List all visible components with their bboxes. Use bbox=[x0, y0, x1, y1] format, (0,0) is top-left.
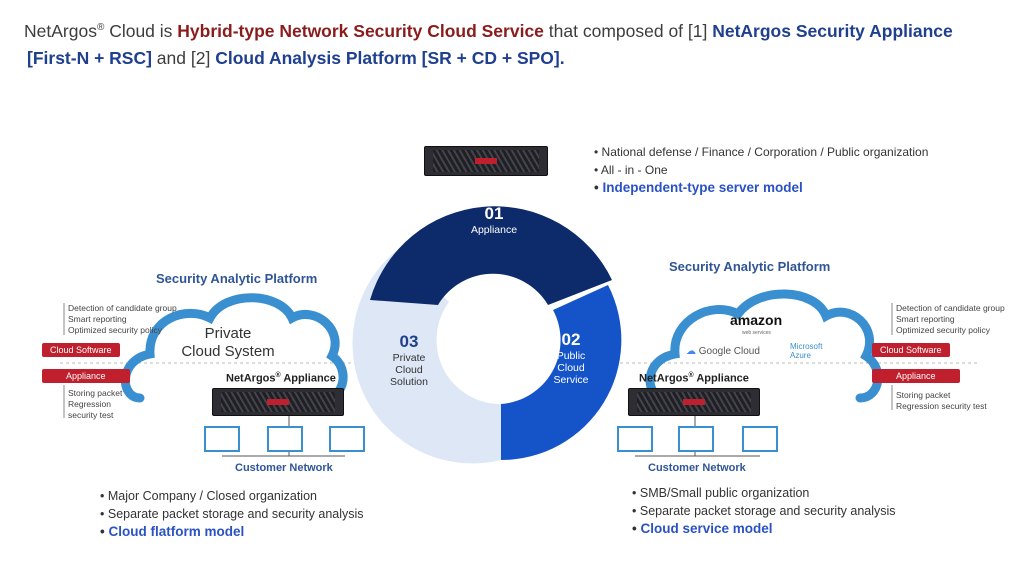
left-appliance-badge: Appliance bbox=[42, 369, 130, 383]
ring-label-appliance: 01 Appliance bbox=[470, 204, 518, 236]
left-appliance-image bbox=[212, 388, 344, 416]
left-cloud-label: Private Cloud System bbox=[181, 325, 275, 360]
left-model: Cloud flatform model bbox=[100, 523, 364, 541]
right-network-label: Customer Network bbox=[648, 462, 746, 474]
left-appliance-label: NetArgos® Appliance bbox=[226, 372, 336, 385]
left-monitor-3 bbox=[329, 426, 365, 452]
intro-line-2: [First-N + RSC] and [2] Cloud Analysis P… bbox=[27, 47, 565, 68]
left-bullets: Major Company / Closed organization Sepa… bbox=[100, 487, 364, 541]
right-bullets: SMB/Small public organization Separate p… bbox=[632, 484, 896, 538]
amazon-logo: amazon bbox=[730, 312, 783, 328]
top-appliance-image bbox=[424, 146, 548, 176]
left-monitor-1 bbox=[204, 426, 240, 452]
right-appliance-badge: Appliance bbox=[872, 369, 960, 383]
ring-segment-appliance bbox=[370, 206, 612, 305]
platform-highlight: Cloud Analysis Platform [SR + CD + SPO]. bbox=[215, 47, 565, 68]
ring-label-private: 03 Private Cloud Solution bbox=[390, 332, 428, 388]
right-model: Cloud service model bbox=[632, 520, 896, 538]
ring-segment-private bbox=[352, 251, 501, 464]
left-platform-title: Security Analytic Platform bbox=[156, 271, 318, 286]
left-network-label: Customer Network bbox=[235, 462, 333, 474]
right-appliance-image bbox=[628, 388, 760, 416]
top-model: Independent-type server model bbox=[594, 179, 928, 197]
left-cloud-software-badge: Cloud Software bbox=[42, 343, 120, 357]
top-bullet-1: National defense / Finance / Corporation… bbox=[594, 143, 929, 161]
azure-logo: Microsoft Azure bbox=[790, 342, 823, 360]
right-feature-list: Detection of candidate group Smart repor… bbox=[896, 303, 1005, 335]
google-cloud-logo: ☁ Google Cloud bbox=[686, 346, 760, 357]
right-cloud-software-badge: Cloud Software bbox=[872, 343, 950, 357]
right-monitor-3 bbox=[742, 426, 778, 452]
left-monitor-2 bbox=[267, 426, 303, 452]
right-monitor-1 bbox=[617, 426, 653, 452]
google-cloud-icon: ☁ bbox=[686, 346, 699, 357]
left-appliance-items: Storing packet Regression security test bbox=[68, 388, 123, 420]
ring-segment-public bbox=[501, 285, 622, 461]
ring-label-public: 02 Public Cloud Service bbox=[553, 330, 589, 386]
top-bullet-2: All - in - One bbox=[594, 161, 928, 179]
appliance-highlight: NetArgos Security Appliance bbox=[712, 20, 953, 41]
top-bullets: National defense / Finance / Corporation… bbox=[594, 143, 929, 197]
right-monitor-2 bbox=[678, 426, 714, 452]
intro-line-1: NetArgos® Cloud is Hybrid-type Network S… bbox=[24, 20, 953, 41]
left-feature-list: Detection of candidate group Smart repor… bbox=[68, 303, 177, 335]
aws-logo-subtext: web services bbox=[742, 330, 771, 336]
intro-text: NetArgos® Cloud is Hybrid-type Network S… bbox=[24, 14, 1004, 72]
right-cloud-shape bbox=[645, 289, 883, 403]
right-appliance-label: NetArgos® Appliance bbox=[639, 372, 749, 385]
left-cloud-shape bbox=[121, 293, 348, 403]
hybrid-highlight: Hybrid-type Network Security Cloud Servi… bbox=[177, 20, 544, 41]
right-appliance-items: Storing packet Regression security test bbox=[896, 390, 987, 411]
right-platform-title: Security Analytic Platform bbox=[669, 259, 831, 274]
